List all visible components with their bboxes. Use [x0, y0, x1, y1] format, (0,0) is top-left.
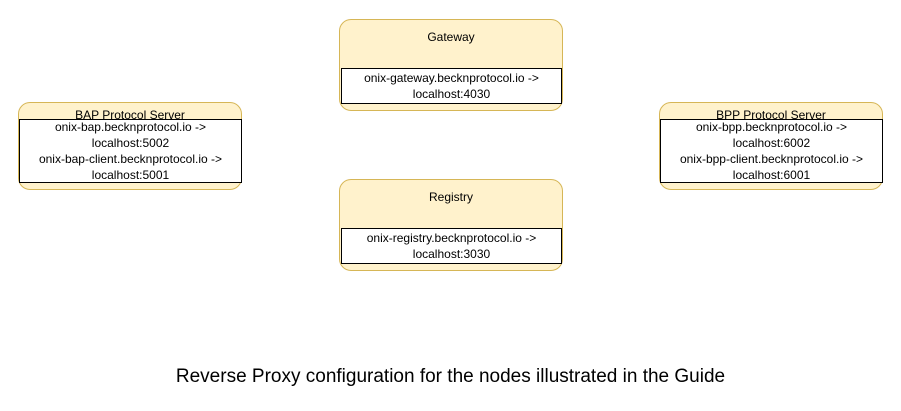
node-bap-protocol-server[interactable]: BAP Protocol Server onix-bap.becknprotoc…	[18, 102, 242, 190]
node-bap-mapping-1-source: onix-bap-client.becknprotocol.io ->	[38, 152, 223, 166]
node-bpp-detail-box: onix-bpp.becknprotocol.io -> localhost:6…	[660, 119, 883, 183]
node-bap-mapping-1-target: localhost:5001	[91, 168, 170, 182]
diagram-caption: Reverse Proxy configuration for the node…	[175, 366, 726, 387]
node-bap-detail-box: onix-bap.becknprotocol.io -> localhost:5…	[19, 119, 242, 183]
node-bap-mapping-0-target: localhost:5002	[91, 136, 170, 150]
node-bap-mapping-0-source: onix-bap.becknprotocol.io ->	[54, 120, 207, 134]
node-bap-title: BAP Protocol Server	[75, 108, 185, 122]
node-bpp-mapping-0-source: onix-bpp.becknprotocol.io ->	[695, 120, 848, 134]
node-registry-mapping-target: localhost:3030	[412, 247, 491, 261]
node-gateway-mapping-target: localhost:4030	[412, 87, 491, 101]
node-gateway-detail-box: onix-gateway.becknprotocol.io -> localho…	[341, 68, 562, 104]
node-gateway-mapping-source: onix-gateway.becknprotocol.io ->	[364, 71, 539, 85]
node-bpp-mapping-1-source: onix-bpp-client.becknprotocol.io ->	[679, 152, 864, 166]
node-bpp-mapping-0-target: localhost:6002	[732, 136, 811, 150]
node-registry-title: Registry	[428, 190, 473, 204]
node-registry[interactable]: Registry onix-registry.becknprotocol.io …	[339, 179, 563, 271]
node-gateway[interactable]: Gateway onix-gateway.becknprotocol.io ->…	[339, 19, 563, 111]
node-bpp-title: BPP Protocol Server	[716, 108, 826, 122]
node-bpp-protocol-server[interactable]: BPP Protocol Server onix-bpp.becknprotoc…	[659, 102, 883, 190]
node-registry-detail-box: onix-registry.becknprotocol.io -> localh…	[341, 228, 562, 264]
node-gateway-title: Gateway	[427, 30, 475, 44]
node-bpp-mapping-1-target: localhost:6001	[732, 168, 811, 182]
node-registry-mapping-source: onix-registry.becknprotocol.io ->	[366, 231, 537, 245]
